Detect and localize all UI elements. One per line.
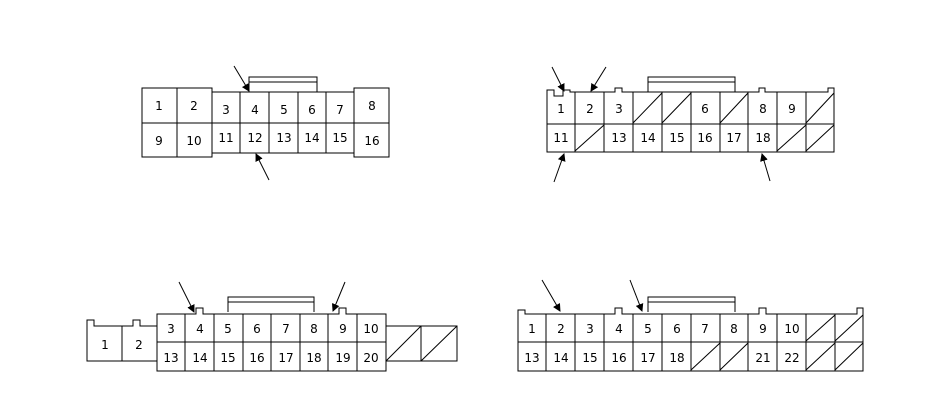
connector-c <box>86 281 458 372</box>
pin-label: 4 <box>251 103 259 117</box>
pin-label: 15 <box>220 351 235 365</box>
pin-label: 10 <box>363 322 378 336</box>
connector-b-blank-cavities <box>574 92 835 152</box>
pin-label: 4 <box>196 322 204 336</box>
pin-label: 19 <box>335 351 350 365</box>
connector-c-arrow-pin9 <box>331 281 346 312</box>
pin-label: 10 <box>186 134 201 148</box>
pin-label: 16 <box>697 131 712 145</box>
connector-d-latch <box>647 296 736 312</box>
pin-label: 11 <box>553 131 568 145</box>
pin-label: 18 <box>669 351 684 365</box>
pin-label: 17 <box>278 351 293 365</box>
pin-label: 18 <box>306 351 321 365</box>
pin-label: 15 <box>332 131 347 145</box>
pin-label: 14 <box>192 351 207 365</box>
pin-label: 12 <box>247 131 262 145</box>
pin-label: 13 <box>276 131 291 145</box>
connector-b-arrow-pin11 <box>553 153 566 183</box>
pin-label: 2 <box>190 99 198 113</box>
pin-label: 6 <box>701 102 709 116</box>
connector-b-latch <box>647 76 736 92</box>
pin-label: 11 <box>218 131 233 145</box>
pin-label: 21 <box>755 351 770 365</box>
connector-a-latch <box>248 76 318 92</box>
pin-label: 8 <box>759 102 767 116</box>
connector-a-arrow-pin12 <box>255 153 270 181</box>
connector-a <box>141 65 390 181</box>
pin-label: 17 <box>640 351 655 365</box>
connector-c-outline <box>156 307 387 372</box>
pin-label: 2 <box>557 322 565 336</box>
connector-d-arrow-pin2 <box>541 279 561 312</box>
pin-label: 3 <box>615 102 623 116</box>
pin-label: 10 <box>784 322 799 336</box>
pin-label: 7 <box>336 103 344 117</box>
pin-label: 8 <box>730 322 738 336</box>
pin-label: 20 <box>363 351 378 365</box>
pin-label: 4 <box>615 322 623 336</box>
pin-label: 2 <box>135 338 143 352</box>
pin-label: 5 <box>644 322 652 336</box>
pin-label: 13 <box>163 351 178 365</box>
connector-a-arrow-pin4 <box>233 65 250 92</box>
pin-label: 1 <box>557 102 565 116</box>
connector-b-arrow-pin1 <box>551 66 565 92</box>
pin-label: 18 <box>755 131 770 145</box>
pin-label: 9 <box>759 322 767 336</box>
pin-label: 6 <box>253 322 261 336</box>
pin-label: 14 <box>553 351 568 365</box>
connector-d-blank-cavities <box>690 314 864 371</box>
pin-label: 14 <box>304 131 319 145</box>
connector-b-outline <box>546 87 835 153</box>
pin-label: 1 <box>155 99 163 113</box>
pin-label: 22 <box>784 351 799 365</box>
connector-b-arrow-pin18 <box>760 153 771 182</box>
pin-label: 5 <box>224 322 232 336</box>
pin-label: 15 <box>669 131 684 145</box>
pin-label: 15 <box>582 351 597 365</box>
connector-d-outline <box>517 307 864 372</box>
connector-d-arrow-pin5 <box>629 279 644 312</box>
connector-b <box>546 66 835 183</box>
pin-labels: 1 2 3 4 5 6 7 8 9 10 11 12 13 14 15 16 1… <box>101 99 799 365</box>
pin-label: 13 <box>524 351 539 365</box>
pin-label: 7 <box>701 322 709 336</box>
pin-label: 3 <box>586 322 594 336</box>
connector-b-arrow-pin2 <box>590 66 607 92</box>
pin-label: 16 <box>249 351 264 365</box>
pin-label: 7 <box>282 322 290 336</box>
pin-label: 6 <box>308 103 316 117</box>
pin-label: 2 <box>586 102 594 116</box>
pin-label: 3 <box>222 103 230 117</box>
connector-d <box>517 279 864 372</box>
pin-label: 9 <box>155 134 163 148</box>
pin-label: 6 <box>673 322 681 336</box>
connector-c-latch <box>227 296 315 312</box>
pin-label: 8 <box>310 322 318 336</box>
pin-label: 13 <box>611 131 626 145</box>
pin-label: 17 <box>726 131 741 145</box>
connector-c-arrow-pin4 <box>178 281 195 313</box>
pin-label: 1 <box>101 338 109 352</box>
pin-label: 16 <box>611 351 626 365</box>
pin-label: 9 <box>339 322 347 336</box>
pin-label: 14 <box>640 131 655 145</box>
pin-label: 5 <box>280 103 288 117</box>
pin-label: 8 <box>368 99 376 113</box>
pin-label: 3 <box>167 322 175 336</box>
pin-label: 16 <box>364 134 379 148</box>
pin-label: 9 <box>788 102 796 116</box>
pin-label: 1 <box>528 322 536 336</box>
